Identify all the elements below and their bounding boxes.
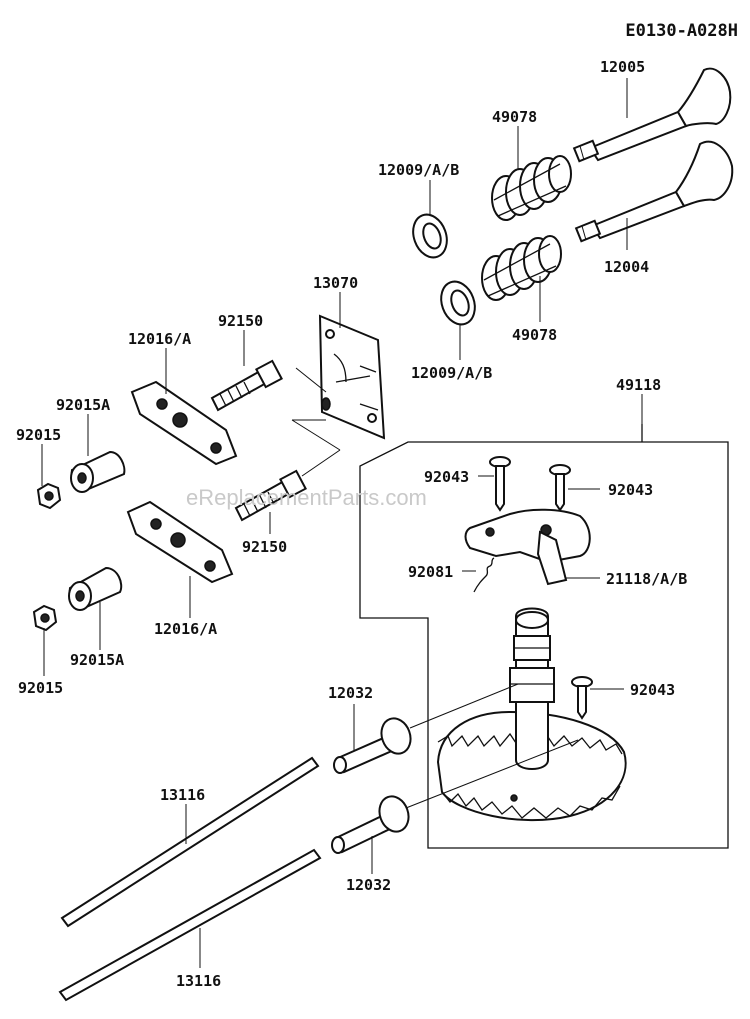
valve-spring-upper <box>491 155 572 221</box>
push-rod-lower <box>58 848 322 1002</box>
push-rod-upper <box>60 756 320 928</box>
callout-pushrod-lower: 13116 <box>176 972 221 990</box>
valve-exhaust <box>572 67 732 163</box>
rocker-stud-upper <box>210 359 283 412</box>
callout-camshaft-assembly: 49118 <box>616 376 661 394</box>
governor-spring <box>473 557 495 593</box>
rocker-stud-lower <box>234 469 307 522</box>
valve-spring-lower <box>481 235 562 301</box>
callout-tappet-upper: 12032 <box>328 684 373 702</box>
rocker-pivot-upper <box>70 450 126 493</box>
callout-retainer-lower: 12009/A/B <box>411 364 492 382</box>
tappet-lower <box>331 795 410 854</box>
watermark: eReplacementParts.com <box>186 485 427 510</box>
spring-retainer-lower <box>440 280 476 326</box>
callout-rocker-lower: 12016/A <box>154 620 217 638</box>
valve-intake <box>574 140 734 243</box>
callout-valve-exhaust: 12005 <box>600 58 645 76</box>
callout-retainer-upper: 12009/A/B <box>378 161 459 179</box>
callout-rocker-upper: 12016/A <box>128 330 191 348</box>
rocker-arm-lower <box>126 500 234 584</box>
diagram-code: E0130-A028H <box>625 21 738 41</box>
callout-guide-plate: 13070 <box>313 274 358 292</box>
callout-pivot-upper: 92015A <box>56 396 110 414</box>
rocker-guide-plate <box>318 314 386 440</box>
callout-spring-lower: 49078 <box>512 326 557 344</box>
callout-spring-upper: 49078 <box>492 108 537 126</box>
camshaft-assembly-frame <box>359 424 729 849</box>
callout-nut-lower: 92015 <box>18 679 63 697</box>
nut-upper <box>36 482 62 510</box>
bolt-left <box>489 456 511 512</box>
callout-pivot-lower: 92015A <box>70 651 124 669</box>
callout-bolt-gear: 92043 <box>630 681 675 699</box>
callout-stud-upper: 92150 <box>218 312 263 330</box>
callout-nut-upper: 92015 <box>16 426 61 444</box>
callout-valve-intake: 12004 <box>604 258 649 276</box>
governor-plate <box>464 508 591 586</box>
callout-pushrod-upper: 13116 <box>160 786 205 804</box>
callout-bolt-right: 92043 <box>608 481 653 499</box>
callout-tappet-lower: 12032 <box>346 876 391 894</box>
callout-stud-lower: 92150 <box>242 538 287 556</box>
tappet-upper <box>333 717 412 774</box>
leader-lines <box>41 78 643 968</box>
camshaft <box>509 607 555 770</box>
spring-retainer-upper <box>412 213 448 259</box>
callout-bolt-left: 92043 <box>424 468 469 486</box>
callout-weight: 21118/A/B <box>606 570 687 588</box>
callout-spring-small: 92081 <box>408 563 453 581</box>
rocker-pivot-lower <box>68 566 123 611</box>
nut-lower <box>32 604 58 632</box>
rocker-arm-upper <box>130 380 238 466</box>
bolt-right <box>549 464 571 512</box>
bolt-gear <box>571 676 593 720</box>
